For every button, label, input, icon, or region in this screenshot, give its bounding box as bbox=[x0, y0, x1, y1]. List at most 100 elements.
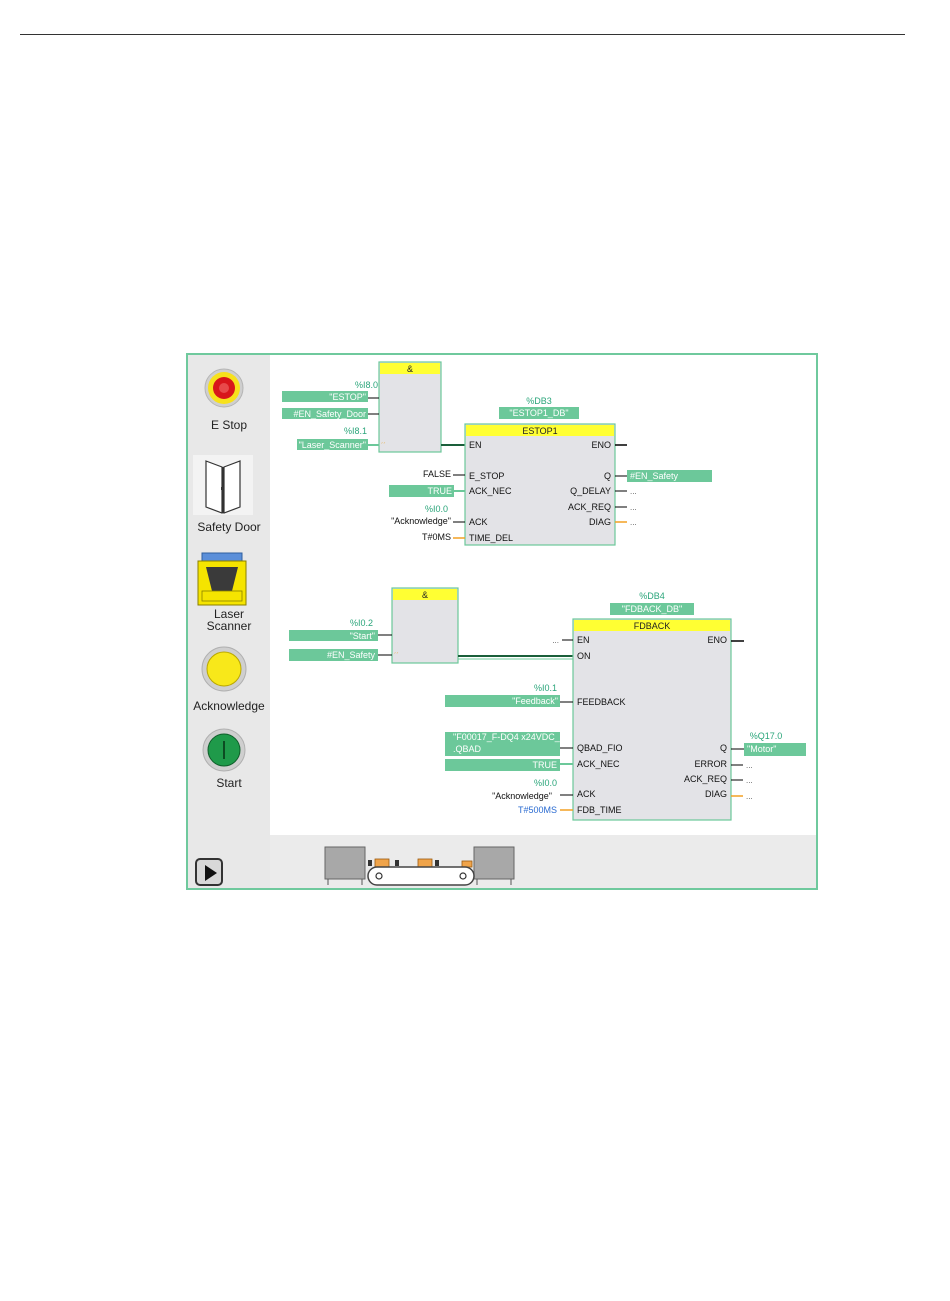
fdback-param-qbad-tag1: "F00017_F-DQ4 x24VDC_1" bbox=[453, 732, 568, 742]
acknowledge-button-icon bbox=[201, 646, 247, 692]
and-block-1-header bbox=[380, 363, 440, 374]
fdback-param-ack-nec-box[interactable] bbox=[445, 759, 560, 771]
estop1-output-q-box[interactable] bbox=[627, 470, 712, 482]
acknowledge-control[interactable] bbox=[188, 646, 270, 692]
estop1-pin-q: Q bbox=[604, 471, 611, 481]
and-block-1[interactable] bbox=[378, 361, 442, 453]
input-start-tag-box[interactable] bbox=[289, 630, 378, 641]
fbd-diagram: & %I8.0 "ESTOP" #EN_Safety_Door %I8.1 "L… bbox=[282, 361, 806, 821]
estop1-block-header bbox=[466, 425, 614, 436]
estop1-pin-eno: ENO bbox=[591, 440, 611, 450]
estop1-param-time-del: T#0MS bbox=[422, 532, 451, 542]
fdback-pin-qbad-fio: QBAD_FIO bbox=[577, 743, 623, 753]
and-block-1-pin: ´´ bbox=[381, 443, 386, 450]
fdback-param-feedback-box[interactable] bbox=[445, 695, 560, 707]
estop1-pin-time-del: TIME_DEL bbox=[469, 533, 513, 543]
input-safety-door-tag: #EN_Safety_Door bbox=[293, 409, 366, 419]
estop1-param-estop: FALSE bbox=[423, 469, 451, 479]
estop-instance-address: %DB3 bbox=[526, 396, 552, 406]
estop1-pin-en: EN bbox=[469, 440, 482, 450]
and-block-2[interactable] bbox=[391, 587, 459, 664]
sidebar-label-acknowledge: Acknowledge bbox=[193, 699, 265, 713]
estop1-pin-diag: DIAG bbox=[589, 517, 611, 527]
input-start-tag: "Start" bbox=[350, 631, 375, 641]
estop-button-icon bbox=[204, 368, 244, 408]
estop1-output-q-delay: ... bbox=[630, 487, 637, 496]
fdback-pin-q: Q bbox=[720, 743, 727, 753]
control-sidebar: E Stop Safety Door Laser Scanner bbox=[188, 355, 270, 888]
fdback-pin-diag: DIAG bbox=[705, 789, 727, 799]
input-en-safety-tag-box[interactable] bbox=[289, 649, 378, 661]
estop-control[interactable] bbox=[188, 367, 270, 408]
estop1-block-title: ESTOP1 bbox=[522, 426, 557, 436]
sidebar-label-laser: Laser bbox=[213, 607, 245, 621]
estop1-param-ack-nec-box[interactable] bbox=[389, 485, 454, 497]
input-laser-address: %I8.1 bbox=[344, 426, 367, 436]
fdback-pin-ack-nec: ACK_NEC bbox=[577, 759, 620, 769]
fdback-instance-db-box[interactable] bbox=[610, 603, 694, 615]
fbd-editor-canvas: & %I8.0 "ESTOP" #EN_Safety_Door %I8.1 "L… bbox=[270, 355, 816, 835]
safety-door-icon bbox=[193, 455, 253, 515]
play-button[interactable] bbox=[195, 858, 223, 886]
fdback-output-q-tag: "Motor" bbox=[747, 744, 776, 754]
input-estop-tag-box[interactable] bbox=[282, 391, 368, 402]
laser-scanner-control[interactable] bbox=[188, 551, 270, 607]
fdback-instance-name: "FDBACK_DB" bbox=[622, 604, 682, 614]
sidebar-label-estop: E Stop bbox=[210, 418, 248, 432]
fdback-output-ack-req: ... bbox=[746, 776, 753, 785]
estop1-pin-e-stop: E_STOP bbox=[469, 471, 504, 481]
fdback-output-q-address: %Q17.0 bbox=[750, 731, 783, 741]
conveyor-icon bbox=[324, 846, 515, 886]
input-estop-tag: "ESTOP" bbox=[329, 392, 366, 402]
estop1-block[interactable] bbox=[464, 423, 616, 546]
fdback-param-ack-tag: "Acknowledge" bbox=[492, 791, 552, 801]
estop-instance-db-box[interactable] bbox=[499, 407, 579, 419]
estop1-pin-ack-req: ACK_REQ bbox=[568, 502, 611, 512]
fdback-output-diag: ... bbox=[746, 792, 753, 801]
safety-door-control[interactable] bbox=[188, 453, 270, 515]
fdback-pin-ack: ACK bbox=[577, 789, 596, 799]
sidebar-label-scanner: Scanner bbox=[206, 619, 252, 633]
fdback-pin-feedback: FEEDBACK bbox=[577, 697, 626, 707]
fdback-param-ack-nec: TRUE bbox=[533, 760, 558, 770]
input-safety-door-tag-box[interactable] bbox=[282, 408, 368, 419]
fdback-param-qbad-tag2: .QBAD bbox=[453, 744, 482, 754]
conveyor-visualization-area bbox=[270, 835, 816, 888]
fdback-instance-address: %DB4 bbox=[639, 591, 665, 601]
fdback-pin-ack-req: ACK_REQ bbox=[684, 774, 727, 784]
estop1-param-ack-nec: TRUE bbox=[428, 486, 453, 496]
page-header-rule bbox=[20, 34, 905, 35]
start-button-icon bbox=[202, 728, 246, 772]
input-en-safety-tag: #EN_Safety bbox=[327, 650, 376, 660]
estop1-param-ack-tag: "Acknowledge" bbox=[391, 516, 451, 526]
estop1-pin-q-delay: Q_DELAY bbox=[570, 486, 611, 496]
fdback-output-error: ... bbox=[746, 761, 753, 770]
laser-scanner-icon bbox=[197, 552, 247, 606]
fdback-pin-error: ERROR bbox=[694, 759, 727, 769]
input-laser-tag-box[interactable] bbox=[297, 439, 368, 450]
fdback-pin-on: ON bbox=[577, 651, 591, 661]
estop1-pin-ack-nec: ACK_NEC bbox=[469, 486, 512, 496]
fdback-block-title: FDBACK bbox=[634, 621, 671, 631]
estop1-output-ack-req: ... bbox=[630, 503, 637, 512]
input-start-address: %I0.2 bbox=[350, 618, 373, 628]
fdback-param-fdb-time: T#500MS bbox=[518, 805, 557, 815]
fdback-block[interactable] bbox=[572, 618, 732, 821]
fdback-output-q-box[interactable] bbox=[744, 743, 806, 756]
sidebar-label-start: Start bbox=[216, 776, 242, 790]
input-estop-address: %I8.0 bbox=[355, 380, 378, 390]
fdback-param-ack-address: %I0.0 bbox=[534, 778, 557, 788]
and-block-2-header bbox=[393, 589, 457, 600]
and-block-1-title: & bbox=[407, 364, 413, 374]
start-control[interactable] bbox=[188, 728, 270, 772]
and-block-2-pin: ´´ bbox=[394, 653, 399, 660]
estop1-output-diag: ... bbox=[630, 518, 637, 527]
input-laser-tag: "Laser_Scanner" bbox=[299, 440, 366, 450]
simulation-window: E Stop Safety Door Laser Scanner bbox=[186, 353, 818, 890]
fdback-pin-fdb-time: FDB_TIME bbox=[577, 805, 622, 815]
estop1-output-q: #EN_Safety bbox=[630, 471, 679, 481]
fdback-param-feedback-address: %I0.1 bbox=[534, 683, 557, 693]
fdback-block-header bbox=[574, 620, 730, 631]
estop-instance-name: "ESTOP1_DB" bbox=[509, 408, 568, 418]
fdback-param-qbad-box[interactable] bbox=[445, 732, 560, 756]
